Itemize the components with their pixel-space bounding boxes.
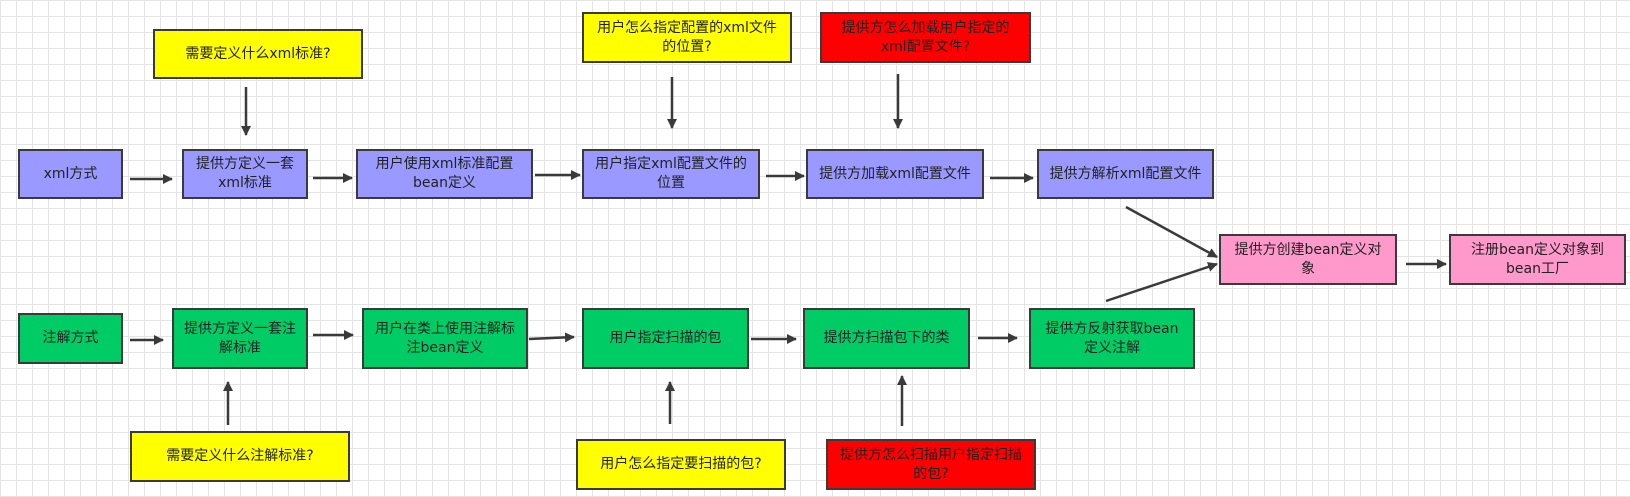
xml-question-file-location: 用户怎么指定配置的xml文件的位置? [582,12,792,63]
xml-question-provider-load: 提供方怎么加载用户指定的xml配置文件? [820,12,1031,63]
annotation-question-scan-package-label: 用户怎么指定要扫描的包? [600,456,762,472]
xml-start-label: xml方式 [43,165,98,182]
annotation-step1-label: 提供方定义一套注解标准 [184,320,296,356]
xml-step4-label: 提供方加载xml配置文件 [819,165,971,182]
arrow-annotation-step2-to-step3 [528,332,575,343]
annotation-step3-node: 用户指定扫描的包 [582,308,749,369]
annotation-question-standard: 需要定义什么注解标准? [130,431,350,482]
arrow-xml-step5-to-create [1125,205,1218,259]
xml-step1-label: 提供方定义一套xml标准 [196,156,294,191]
xml-question-standard-label: 需要定义什么xml标准? [185,45,331,62]
create-bean-definition-label: 提供方创建bean定义对象 [1234,241,1382,277]
annotation-step2-label: 用户在类上使用注解标注bean定义 [375,320,515,356]
annotation-step4-label: 提供方扫描包下的类 [823,330,950,346]
annotation-question-scan-package: 用户怎么指定要扫描的包? [576,439,786,490]
create-bean-definition-node: 提供方创建bean定义对象 [1219,234,1397,285]
arrow-annotation-step5-to-create [1105,262,1218,303]
annotation-start-label: 注解方式 [42,330,99,346]
xml-step1-node: 提供方定义一套xml标准 [182,149,308,199]
annotation-step3-label: 用户指定扫描的包 [609,330,722,346]
annotation-question-provider-scan-label: 提供方怎么扫描用户指定扫描的包? [840,446,1022,482]
register-bean-factory-label: 注册bean定义对象到bean工厂 [1471,241,1604,277]
annotation-question-provider-scan: 提供方怎么扫描用户指定扫描的包? [826,439,1036,490]
xml-step5-label: 提供方解析xml配置文件 [1049,165,1202,182]
annotation-question-standard-label: 需要定义什么注解标准? [166,448,314,464]
annotation-step4-node: 提供方扫描包下的类 [803,308,970,369]
annotation-start-node: 注解方式 [18,313,123,364]
annotation-step2-node: 用户在类上使用注解标注bean定义 [362,308,528,369]
xml-question-standard: 需要定义什么xml标准? [153,29,363,79]
register-bean-factory-node: 注册bean定义对象到bean工厂 [1449,234,1626,285]
xml-step2-node: 用户使用xml标准配置bean定义 [356,149,533,199]
xml-start-node: xml方式 [18,149,123,199]
xml-step4-node: 提供方加载xml配置文件 [806,149,984,199]
xml-step2-label: 用户使用xml标准配置bean定义 [375,156,514,191]
xml-question-file-location-label: 用户怎么指定配置的xml文件的位置? [597,19,777,55]
xml-step3-label: 用户指定xml配置文件的位置 [595,156,747,191]
xml-step3-node: 用户指定xml配置文件的位置 [582,149,760,199]
annotation-step5-node: 提供方反射获取bean定义注解 [1029,308,1195,369]
xml-step5-node: 提供方解析xml配置文件 [1037,149,1214,199]
xml-question-provider-load-label: 提供方怎么加载用户指定的xml配置文件? [841,19,1010,55]
annotation-step5-label: 提供方反射获取bean定义注解 [1045,320,1179,356]
annotation-step1-node: 提供方定义一套注解标准 [172,308,308,369]
